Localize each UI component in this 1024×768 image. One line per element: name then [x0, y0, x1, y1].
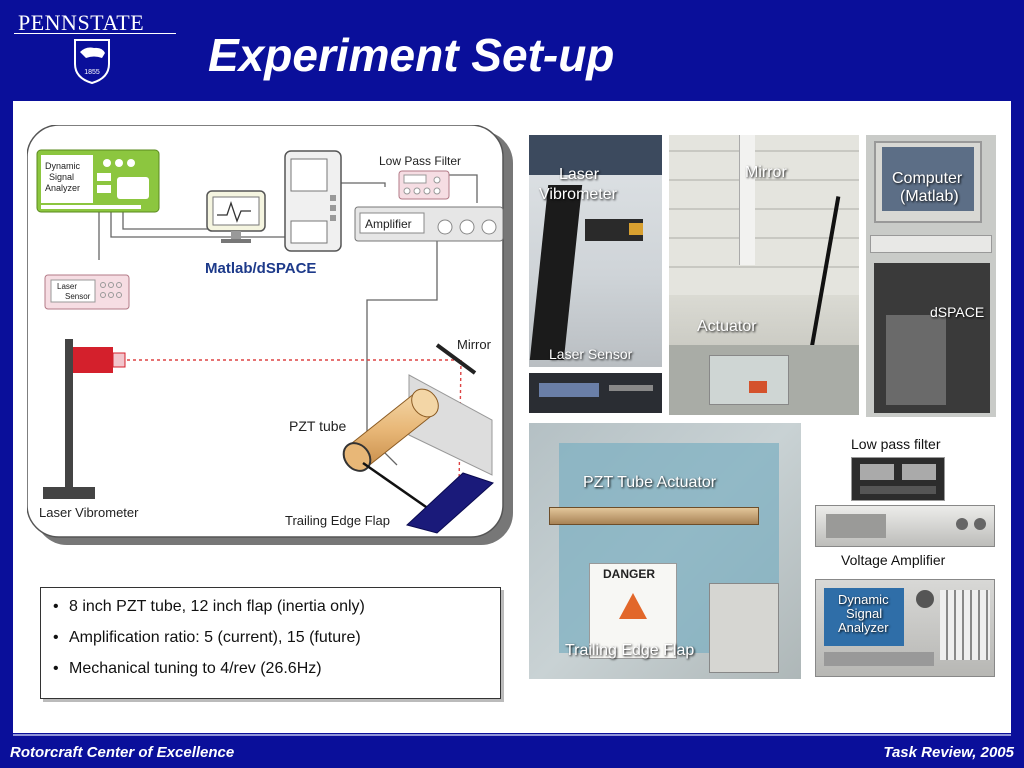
- laser-sensor-icon: Laser Sensor: [44, 274, 130, 310]
- pennstate-logo: PENNSTATE 1855: [14, 8, 179, 86]
- computer-photo-label-1: Computer: [892, 170, 963, 187]
- laser-sensor-label-1: Laser: [57, 282, 77, 291]
- matlab-dspace-label: Matlab/dSPACE: [205, 260, 316, 277]
- laser-vibrometer-icon: [43, 339, 126, 499]
- amplifier-icon: [354, 206, 504, 242]
- flap-photo-label: Trailing Edge Flap: [565, 642, 695, 659]
- setup-schematic: Dynamic Signal Analyzer Matlab/dSPACE: [27, 125, 513, 545]
- footer-organization: Rotorcraft Center of Excellence: [10, 744, 235, 761]
- danger-sign-label: DANGER: [603, 567, 656, 581]
- laser-vibrometer-label: Laser Vibrometer: [39, 505, 139, 520]
- logo-year: 1855: [84, 69, 100, 76]
- photo-laser-vibrometer: Laser Vibrometer Laser Sensor: [529, 135, 662, 367]
- dspace-photo-label: dSPACE: [930, 304, 985, 320]
- dsa-photo-label-2: Signal: [846, 606, 883, 621]
- bullet-item: •8 inch PZT tube, 12 inch flap (inertia …: [53, 598, 365, 615]
- nittany-lion-shield-icon: 1855: [74, 39, 110, 84]
- logo-wordmark: PENNSTATE: [18, 10, 145, 35]
- photo-computer-dspace: Computer (Matlab) dSPACE: [866, 135, 996, 417]
- dynamic-signal-analyzer-icon: Dynamic Signal Analyzer: [36, 149, 160, 213]
- photo-mirror-actuator: Mirror Actuator: [669, 135, 859, 415]
- logo-rule: [14, 33, 176, 34]
- amplifier-label: Amplifier: [365, 217, 412, 231]
- vibrometer-photo-label-1: Laser: [559, 166, 600, 183]
- bullet-item: •Amplification ratio: 5 (current), 15 (f…: [53, 629, 361, 646]
- mirror-icon: [435, 343, 477, 375]
- key-points-box: •8 inch PZT tube, 12 inch flap (inertia …: [40, 587, 501, 699]
- dspace-tower-icon: [284, 150, 342, 252]
- mirror-photo-label: Mirror: [745, 164, 787, 181]
- trailing-edge-flap-label: Trailing Edge Flap: [285, 513, 390, 528]
- dsa-label-1: Dynamic: [45, 161, 81, 171]
- monitor-icon: [206, 190, 266, 243]
- content-panel: Dynamic Signal Analyzer Matlab/dSPACE: [13, 101, 1011, 733]
- computer-photo-label-2: (Matlab): [900, 188, 959, 205]
- low-pass-filter-icon: [398, 170, 450, 200]
- photo-dynamic-signal-analyzer: Dynamic Signal Analyzer: [815, 579, 995, 677]
- photo-laser-sensor-unit: [529, 373, 662, 413]
- vibrometer-photo-label-2: Vibrometer: [539, 186, 617, 203]
- content-bottom-rule: [13, 734, 1011, 736]
- bullet-item: •Mechanical tuning to 4/rev (26.6Hz): [53, 660, 322, 677]
- dsa-label-2: Signal: [49, 172, 74, 182]
- laser-beam: [127, 359, 462, 488]
- mirror-label: Mirror: [457, 337, 492, 352]
- actuator-photo-label: Actuator: [697, 318, 757, 335]
- photo-pzt-tube-actuator: DANGER PZT Tube Actuator Trailing Edge F…: [529, 423, 801, 679]
- dsa-photo-label-3: Analyzer: [838, 620, 889, 635]
- pzt-tube-icon: [342, 388, 439, 511]
- laser-sensor-photo-label: Laser Sensor: [549, 346, 633, 362]
- trailing-edge-flap-icon: [405, 472, 494, 534]
- laser-sensor-label-2: Sensor: [65, 292, 91, 301]
- voltage-amplifier-caption: Voltage Amplifier: [841, 552, 946, 568]
- page-title: Experiment Set-up: [208, 29, 615, 81]
- footer-event: Task Review, 2005: [883, 744, 1014, 761]
- low-pass-filter-label: Low Pass Filter: [379, 154, 461, 168]
- pzt-tube-label: PZT tube: [289, 418, 347, 434]
- photo-low-pass-filter: [851, 457, 945, 501]
- pzt-actuator-photo-label: PZT Tube Actuator: [583, 474, 717, 491]
- photo-voltage-amplifier: [815, 505, 995, 547]
- dsa-label-3: Analyzer: [45, 183, 80, 193]
- low-pass-filter-caption: Low pass filter: [851, 436, 941, 452]
- dsa-photo-label-1: Dynamic: [838, 592, 889, 607]
